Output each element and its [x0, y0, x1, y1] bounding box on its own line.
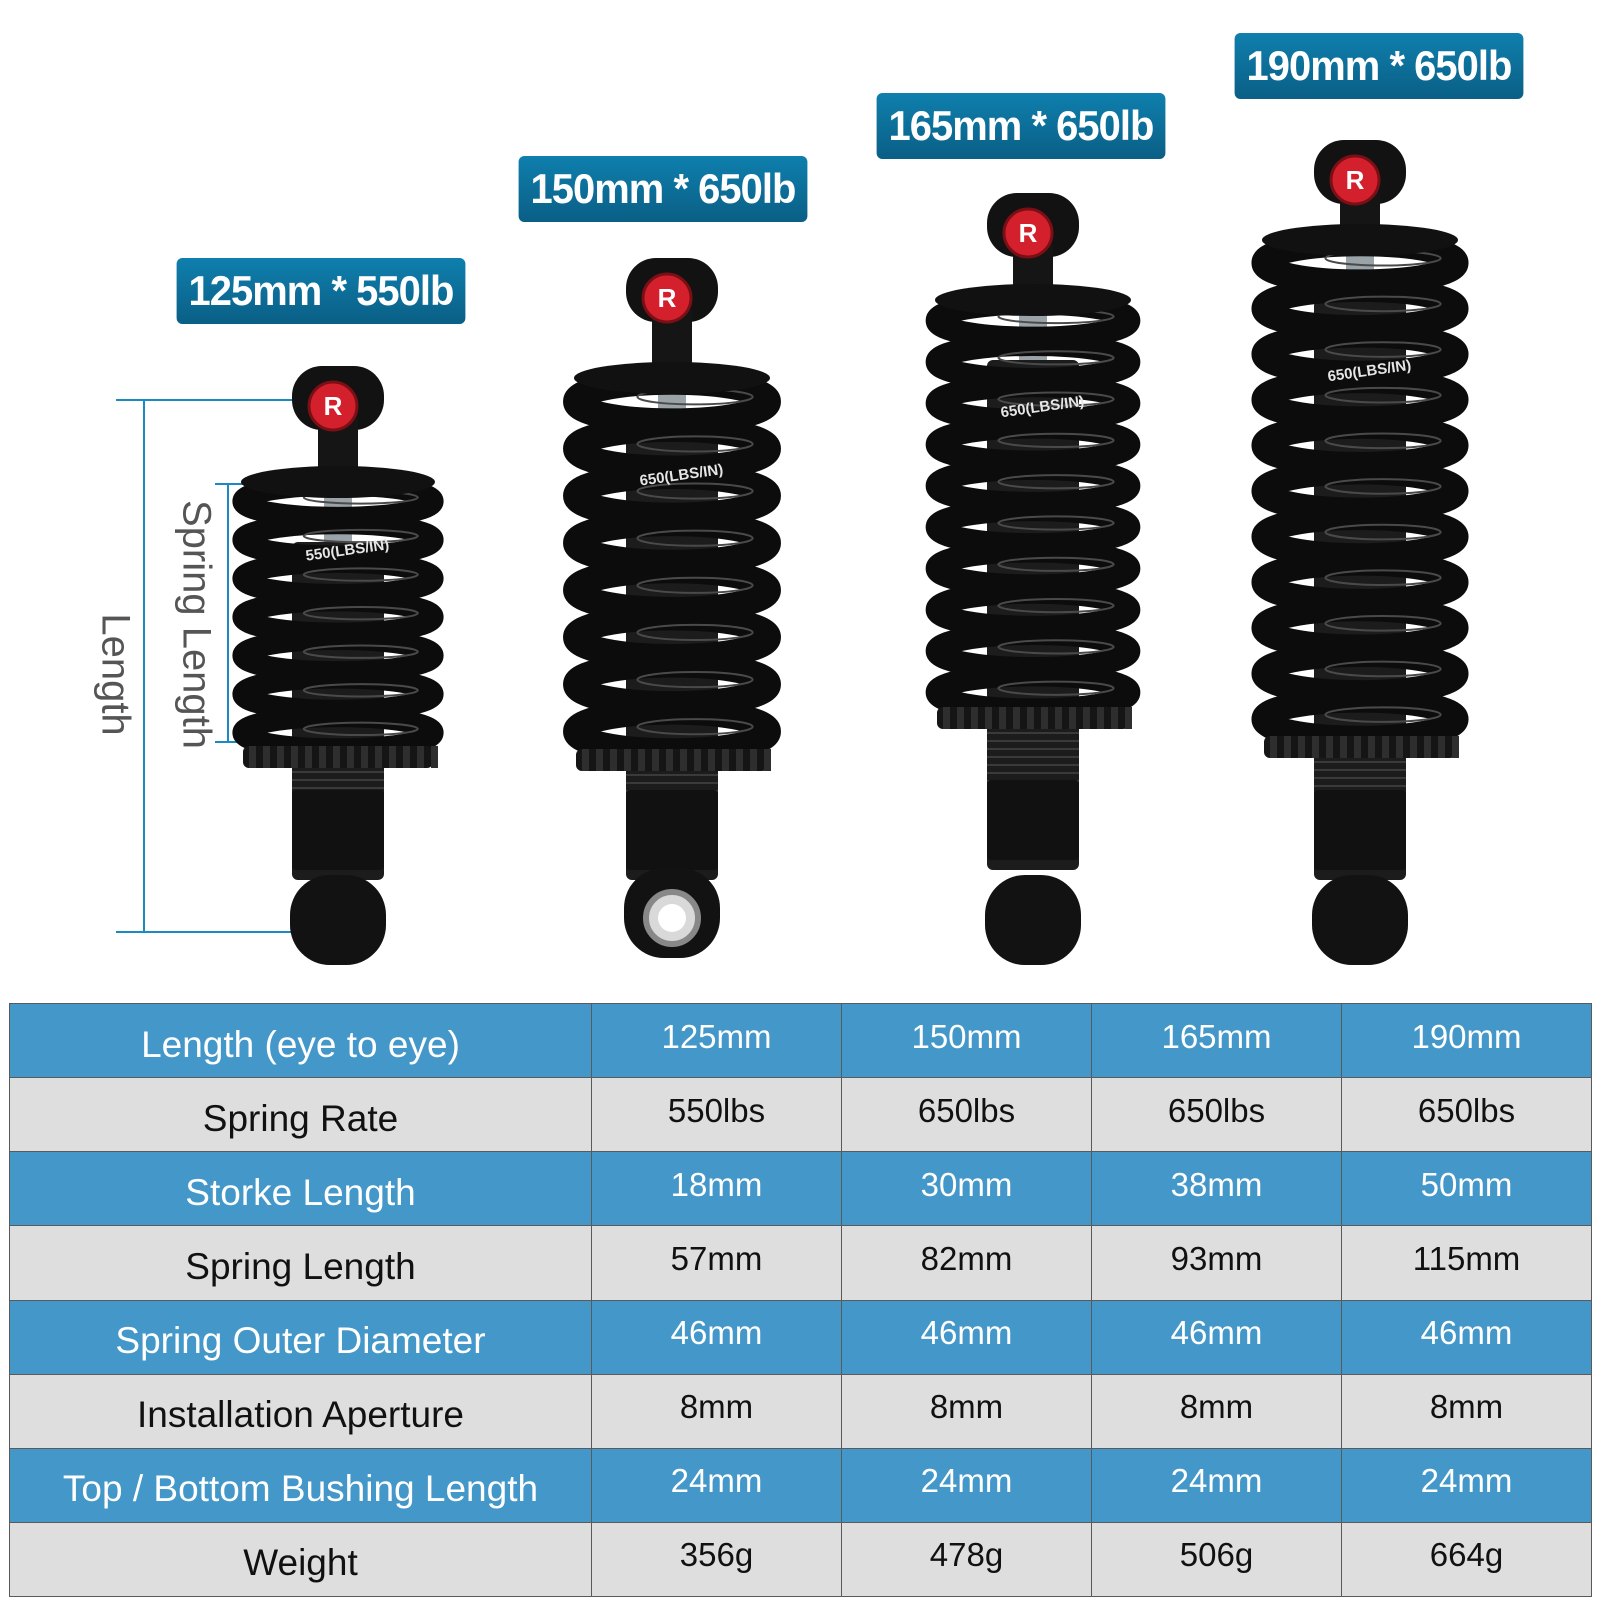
table-cell: 165mm	[1091, 1002, 1342, 1079]
table-cell: 93mm	[1091, 1225, 1342, 1301]
row-label: Length (eye to eye)	[9, 1002, 592, 1079]
table-cell: 18mm	[591, 1151, 842, 1227]
table-cell: 478g	[841, 1521, 1092, 1598]
table-cell: 50mm	[1341, 1151, 1592, 1227]
table-cell: 8mm	[1091, 1373, 1342, 1449]
table-cell: 650lbs	[841, 1077, 1092, 1153]
row-label: Spring Outer Diameter	[9, 1299, 592, 1375]
row-label: Top / Bottom Bushing Length	[9, 1447, 592, 1523]
row-label: Storke Length	[9, 1151, 592, 1227]
size-badge-150: 150mm * 650lb	[518, 156, 808, 222]
table-cell: 82mm	[841, 1225, 1092, 1301]
table-cell: 356g	[591, 1521, 842, 1598]
product-illustration: 125mm * 550lb 150mm * 650lb 165mm * 650l…	[94, 33, 1524, 965]
table-cell: 38mm	[1091, 1151, 1342, 1227]
table-cell: 24mm	[1091, 1447, 1342, 1523]
table-cell: 46mm	[841, 1299, 1092, 1375]
table-cell: 24mm	[1341, 1447, 1592, 1523]
table-cell: 46mm	[1341, 1299, 1592, 1375]
table-cell: 30mm	[841, 1151, 1092, 1227]
table-cell: 115mm	[1341, 1225, 1592, 1301]
table-cell: 150mm	[841, 1002, 1092, 1079]
table-cell: 650lbs	[1091, 1077, 1342, 1153]
svg-text:R: R	[1019, 218, 1038, 248]
row-label: Weight	[9, 1521, 592, 1598]
svg-text:R: R	[658, 283, 677, 313]
table-cell: 190mm	[1341, 1002, 1592, 1079]
table-cell: 24mm	[841, 1447, 1092, 1523]
table-cell: 506g	[1091, 1521, 1342, 1598]
row-label: Installation Aperture	[9, 1373, 592, 1449]
table-cell: 46mm	[1091, 1299, 1342, 1375]
table-cell: 57mm	[591, 1225, 842, 1301]
size-badge-165: 165mm * 650lb	[876, 93, 1166, 159]
table-cell: 46mm	[591, 1299, 842, 1375]
table-cell: 650lbs	[1341, 1077, 1592, 1153]
row-label: Spring Rate	[9, 1077, 592, 1153]
table-cell: 550lbs	[591, 1077, 842, 1153]
table-cell: 24mm	[591, 1447, 842, 1523]
table-cell: 664g	[1341, 1521, 1592, 1598]
size-badge-125: 125mm * 550lb	[176, 258, 466, 324]
svg-text:R: R	[1346, 165, 1365, 195]
svg-text:R: R	[324, 391, 343, 421]
table-cell: 8mm	[591, 1373, 842, 1449]
table-cell: 8mm	[1341, 1373, 1592, 1449]
size-badge-190: 190mm * 650lb	[1234, 33, 1524, 99]
table-cell: 125mm	[591, 1002, 842, 1079]
row-label: Spring Length	[9, 1225, 592, 1301]
table-cell: 8mm	[841, 1373, 1092, 1449]
